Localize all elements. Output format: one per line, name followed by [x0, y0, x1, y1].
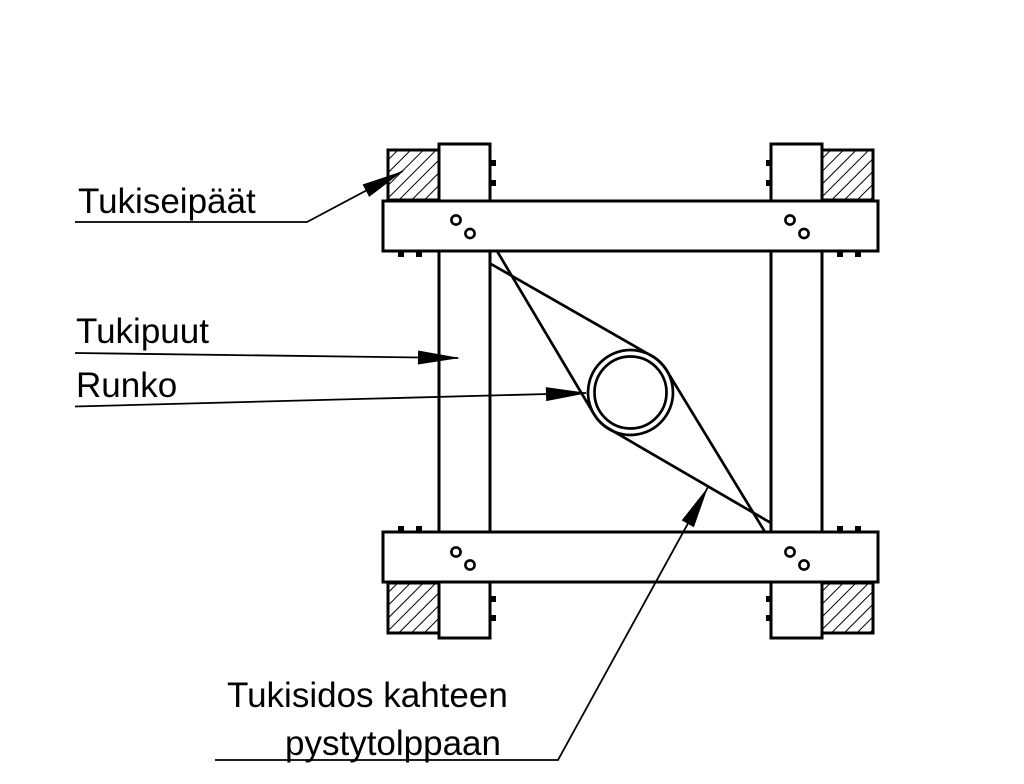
nail-mark [837, 251, 843, 257]
stake-hatch-top-right [820, 148, 875, 202]
arrowhead-tukipuut [417, 350, 460, 365]
stake-hatch-bottom-left [386, 581, 441, 635]
bolt-hole [784, 214, 796, 226]
arrowhead-tukisidos [681, 487, 708, 528]
leader-lines [74, 170, 709, 761]
label-tukisidos-line2: pystytolppaan [285, 724, 501, 763]
label-runko: Runko [76, 366, 177, 405]
bolt-hole [450, 546, 462, 558]
leader-tukipuut [74, 352, 459, 359]
nail-mark [490, 160, 496, 166]
nail-mark [490, 615, 496, 621]
nail-mark [855, 526, 861, 532]
trunk [586, 348, 675, 437]
nail-marks [398, 160, 861, 621]
nail-mark [837, 526, 843, 532]
bolt-hole [784, 546, 796, 558]
bottom-beam [381, 530, 880, 584]
top-beam [381, 199, 880, 253]
nail-mark [855, 251, 861, 257]
labels: Tukiseipäät Tukipuut Runko Tukisidos kah… [76, 182, 508, 763]
bolt-holes [450, 214, 810, 571]
trunk-outer-circle [586, 348, 675, 437]
nail-mark [416, 526, 422, 532]
nail-mark [766, 160, 772, 166]
arrowhead-runko [545, 387, 588, 402]
nail-mark [398, 526, 404, 532]
nail-mark [416, 251, 422, 257]
cross-beams [381, 199, 880, 584]
nail-mark [766, 615, 772, 621]
stake-ends [386, 148, 875, 635]
nail-mark [766, 596, 772, 602]
bolt-hole [798, 227, 810, 240]
nail-mark [490, 180, 496, 186]
nail-mark [398, 251, 404, 257]
nail-mark [490, 596, 496, 602]
bolt-hole [450, 214, 462, 226]
leader-tukisidos [215, 486, 709, 761]
label-tukipuut: Tukipuut [76, 312, 209, 351]
trunk-inner-circle [593, 355, 668, 430]
bolt-hole [798, 559, 810, 571]
bolt-hole [464, 559, 476, 571]
label-tukiseipaat: Tukiseipäät [78, 182, 256, 221]
arrowhead-tukiseipaat [362, 171, 403, 197]
bolt-hole [464, 227, 476, 240]
leader-runko [74, 392, 587, 408]
leader-arrowheads [362, 171, 708, 528]
binding-strand-upper [490, 262, 767, 533]
stake-hatch-bottom-right [820, 581, 875, 635]
support-binding [490, 250, 772, 533]
nail-mark [766, 180, 772, 186]
label-tukisidos-line1: Tukisidos kahteen [227, 676, 508, 715]
binding-strand-lower [495, 250, 772, 525]
